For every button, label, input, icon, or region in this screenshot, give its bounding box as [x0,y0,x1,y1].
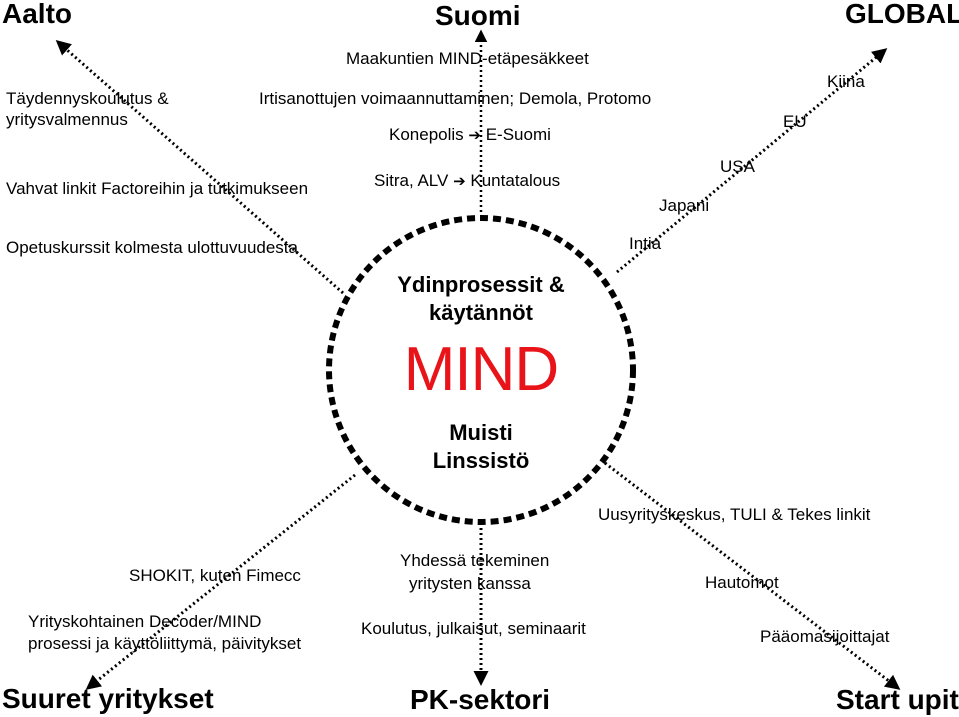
item-yritysten-kanssa: yritysten kanssa [409,574,531,593]
item-shokit: SHOKIT, kuten Fimecc [129,566,301,585]
item-eu: EU [783,112,807,131]
corner-label-top-right: GLOBAL [845,0,959,29]
connector-bottom-right [604,461,901,690]
mind-title: MIND [403,335,559,404]
sitra-alv-label: Sitra, ALV [374,171,449,190]
corner-label-bottom-right: Start upit [836,684,959,715]
item-koulutus: Koulutus, julkaisut, seminaarit [361,619,586,638]
item-irtisanottujen: Irtisanottujen voimaannuttaminen; Demola… [259,89,652,108]
item-opetuskurssit: Opetuskurssit kolmesta ulottuvuudesta [6,238,298,257]
center-sub-linssisto: Linssistö [432,448,530,473]
item-prosessi: prosessi ja käyttöliittymä, päivitykset [28,634,302,653]
corner-label-top-center: Suomi [435,0,521,31]
right-arrow-icon: ➔ [468,126,481,144]
item-paaomasijoittajat: Pääomasijoittajat [760,627,890,646]
mind-circle [326,215,636,525]
item-yrityskohtainen: Yrityskohtainen Decoder/MIND [28,612,262,631]
item-intia: Intia [629,234,662,253]
right-arrow-icon: ➔ [453,172,466,190]
center-sub-muisti: Muisti [449,420,513,445]
item-vahvat-linkit: Vahvat linkit Factoreihin ja tutkimuksee… [6,179,309,198]
connector-top-left [55,40,344,295]
item-maakuntien-etapesakkeet: Maakuntien MIND-etäpesäkkeet [346,49,589,68]
item-usa: USA [720,157,755,176]
corner-label-top-left: Aalto [2,0,72,29]
item-hautomot: Hautomot [705,573,779,592]
center-title-line1: Ydinprosessit & [397,272,565,297]
item-taydennyskoulutus: Täydennyskoulutus & [6,89,169,108]
item-yritysvalmennus: yritysvalmennus [6,110,128,129]
connector-top-right [616,48,888,274]
kuntatalous-label: Kuntatalous [470,171,561,190]
corner-label-bottom-center: PK-sektori [410,684,551,715]
corner-label-bottom-left: Suuret yritykset [2,683,214,714]
esuomi-label: E-Suomi [485,125,551,144]
item-kiina: Kiina [827,72,865,91]
item-konepolis-esuomi: Konepolis ➔ E-Suomi [389,125,551,145]
item-sitra-kuntatalous: Sitra, ALV ➔ Kuntatalous [374,171,560,191]
connector-bottom-left [85,473,356,690]
konepolis-label: Konepolis [389,125,464,144]
item-yhdessa-tekeminen: Yhdessä tekeminen [400,551,550,570]
item-uusyrityskeskus: Uusyrityskeskus, TULI & Tekes linkit [598,505,871,524]
item-japani: Japani [659,196,710,215]
center-title-line2: käytännöt [429,300,533,325]
